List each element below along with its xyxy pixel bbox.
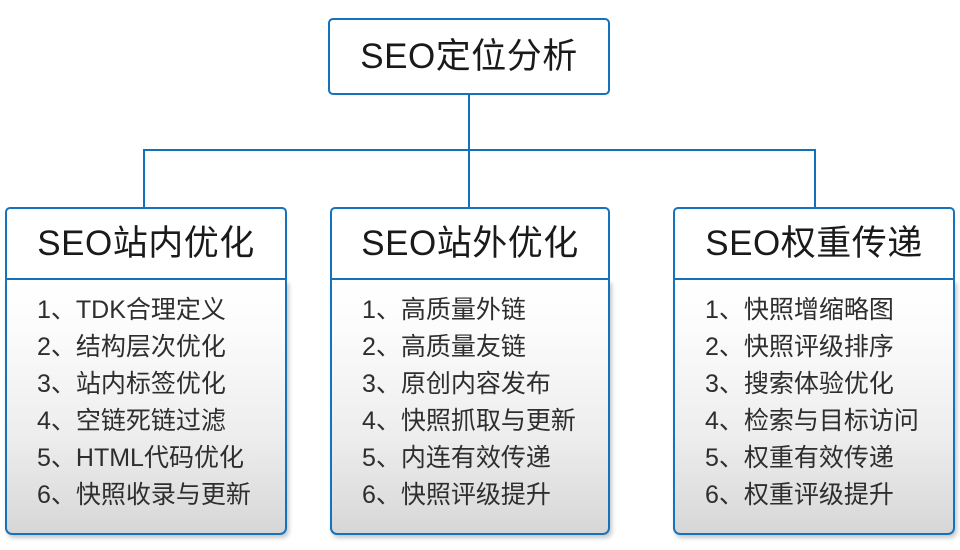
list-item: 6、快照评级提升 bbox=[362, 481, 551, 509]
root-node-seo-positioning-analysis[interactable]: SEO定位分析 bbox=[328, 18, 610, 95]
list-item: 1、TDK合理定义 bbox=[37, 296, 226, 324]
list-item: 4、检索与目标访问 bbox=[705, 407, 919, 435]
branch-title: SEO站内优化 bbox=[37, 224, 255, 263]
list-item: 5、内连有效传递 bbox=[362, 444, 551, 472]
branch-body-onsite: 1、TDK合理定义 2、结构层次优化 3、站内标签优化 4、空链死链过滤 5、H… bbox=[5, 280, 287, 535]
branch-header-offsite[interactable]: SEO站外优化 bbox=[330, 207, 610, 280]
list-item: 3、原创内容发布 bbox=[362, 370, 551, 398]
connector-drop-middle bbox=[468, 149, 470, 207]
branch-item-list: 1、快照增缩略图 2、快照评级排序 3、搜索体验优化 4、检索与目标访问 5、权… bbox=[675, 292, 953, 514]
connector-horizontal-bus bbox=[143, 149, 816, 151]
list-item: 1、快照增缩略图 bbox=[705, 296, 894, 324]
branch-body-weight: 1、快照增缩略图 2、快照评级排序 3、搜索体验优化 4、检索与目标访问 5、权… bbox=[673, 280, 955, 535]
list-item: 6、快照收录与更新 bbox=[37, 481, 251, 509]
list-item: 5、HTML代码优化 bbox=[37, 444, 244, 472]
branch-title: SEO站外优化 bbox=[361, 224, 579, 263]
list-item: 6、权重评级提升 bbox=[705, 481, 894, 509]
connector-drop-left bbox=[143, 149, 145, 207]
list-item: 1、高质量外链 bbox=[362, 296, 526, 324]
root-node-title: SEO定位分析 bbox=[360, 37, 578, 76]
branch-item-list: 1、高质量外链 2、高质量友链 3、原创内容发布 4、快照抓取与更新 5、内连有… bbox=[332, 292, 608, 514]
branch-weight-transfer[interactable]: SEO权重传递 1、快照增缩略图 2、快照评级排序 3、搜索体验优化 4、检索与… bbox=[673, 207, 955, 535]
list-item: 2、高质量友链 bbox=[362, 333, 526, 361]
branch-title: SEO权重传递 bbox=[705, 224, 923, 263]
list-item: 4、空链死链过滤 bbox=[37, 407, 226, 435]
list-item: 2、结构层次优化 bbox=[37, 333, 226, 361]
list-item: 3、搜索体验优化 bbox=[705, 370, 894, 398]
branch-offsite-optimization[interactable]: SEO站外优化 1、高质量外链 2、高质量友链 3、原创内容发布 4、快照抓取与… bbox=[330, 207, 610, 535]
branch-body-offsite: 1、高质量外链 2、高质量友链 3、原创内容发布 4、快照抓取与更新 5、内连有… bbox=[330, 280, 610, 535]
branch-item-list: 1、TDK合理定义 2、结构层次优化 3、站内标签优化 4、空链死链过滤 5、H… bbox=[7, 292, 285, 514]
list-item: 3、站内标签优化 bbox=[37, 370, 226, 398]
branch-onsite-optimization[interactable]: SEO站内优化 1、TDK合理定义 2、结构层次优化 3、站内标签优化 4、空链… bbox=[5, 207, 287, 535]
connector-drop-right bbox=[814, 149, 816, 207]
list-item: 2、快照评级排序 bbox=[705, 333, 894, 361]
branch-header-weight[interactable]: SEO权重传递 bbox=[673, 207, 955, 280]
connector-root-stem bbox=[468, 95, 470, 151]
branch-header-onsite[interactable]: SEO站内优化 bbox=[5, 207, 287, 280]
list-item: 4、快照抓取与更新 bbox=[362, 407, 576, 435]
list-item: 5、权重有效传递 bbox=[705, 444, 894, 472]
